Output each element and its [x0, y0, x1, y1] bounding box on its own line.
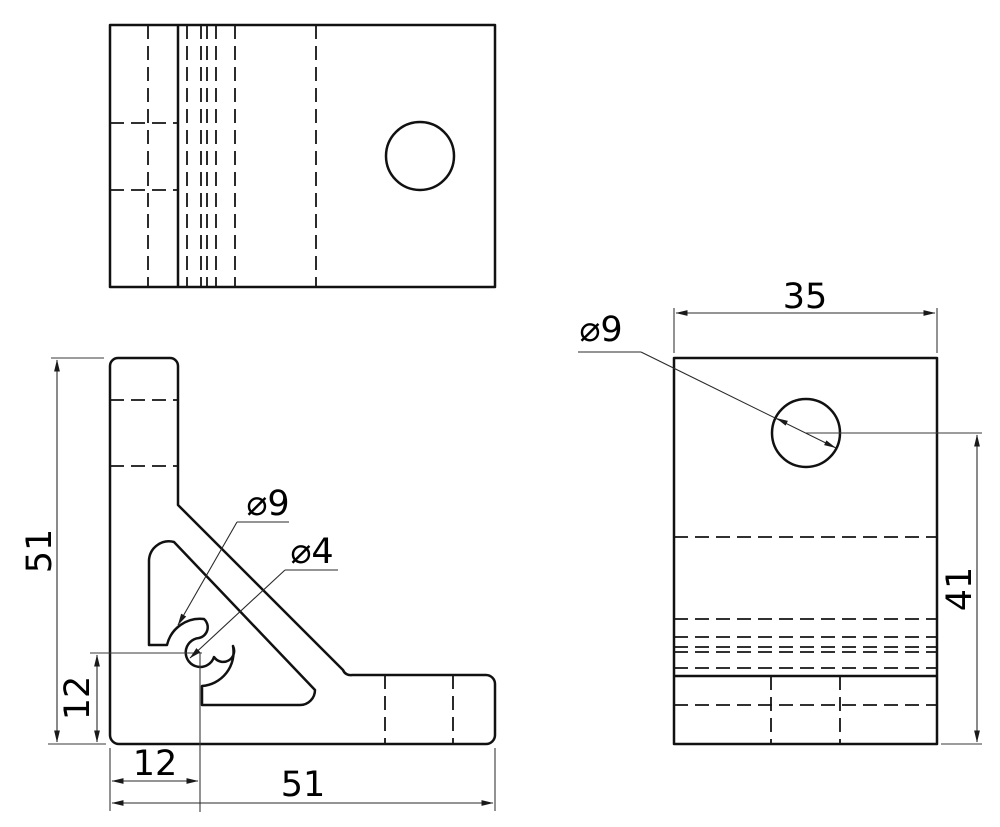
front-view-outline [108, 356, 497, 746]
top-view-outline [108, 23, 497, 289]
arrowhead [776, 418, 788, 426]
dim-label-front-hole: ⌀4 [290, 532, 333, 572]
dim-label-side-hole-to-bottom: 41 [940, 567, 980, 612]
leader-line [640, 351, 837, 449]
top-view [108, 23, 497, 289]
front-view-cutout [147, 540, 317, 707]
dim-label-front-width: 51 [281, 765, 326, 805]
leader-line [177, 521, 238, 626]
front-view-dimensions: 51 12 12 51 ⌀9 ⌀4 [20, 357, 496, 812]
dim-label-side-width: 35 [783, 277, 828, 317]
dim-label-front-offset-v: 12 [58, 676, 98, 721]
side-view-outline [672, 356, 939, 746]
front-view [108, 356, 497, 746]
dim-label-front-offset-h: 12 [133, 744, 178, 784]
leader-line [189, 569, 286, 659]
arrowhead [824, 440, 836, 448]
side-view [672, 356, 939, 746]
top-view-hole [384, 120, 456, 192]
dim-label-front-counterbore: ⌀9 [246, 484, 289, 524]
dim-label-front-height: 51 [20, 529, 60, 574]
dim-label-side-hole: ⌀9 [579, 310, 622, 350]
side-view-dimensions: 35 41 ⌀9 [578, 277, 982, 745]
